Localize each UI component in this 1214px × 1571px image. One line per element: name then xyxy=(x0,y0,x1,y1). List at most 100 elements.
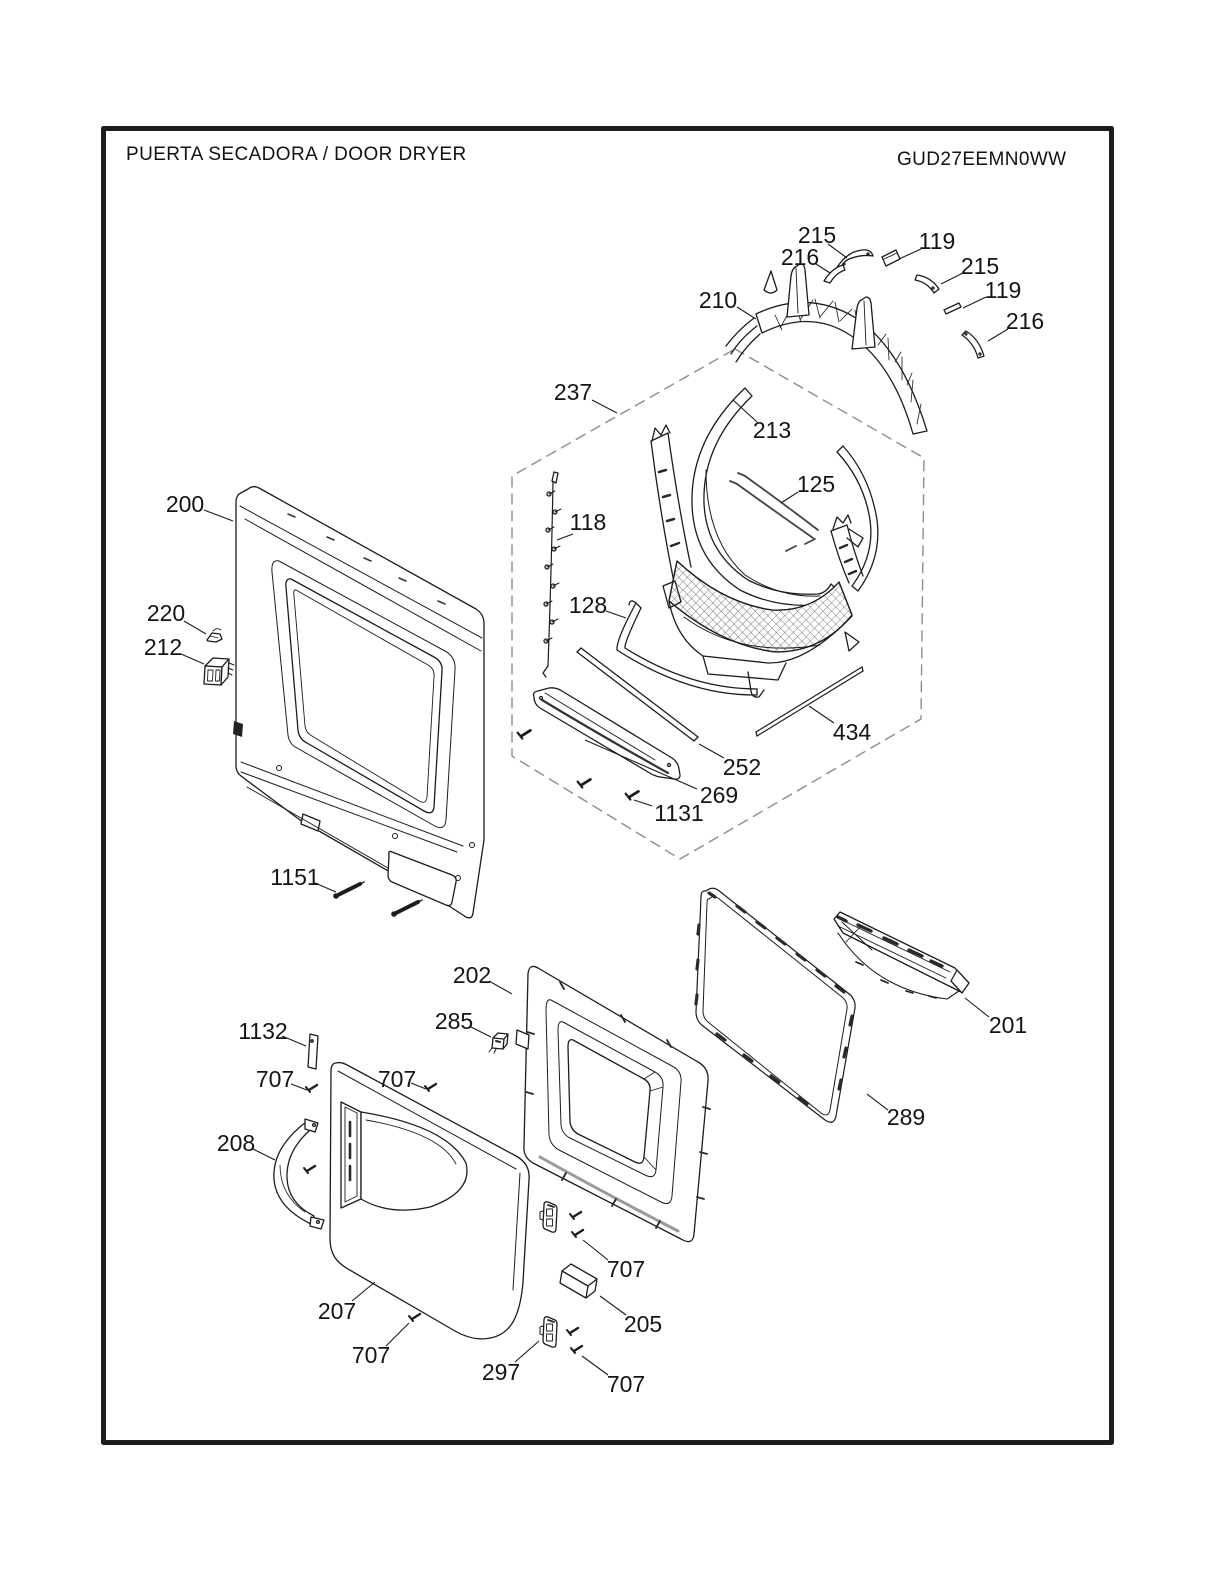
leader-line xyxy=(780,491,799,504)
part-237-dashed-boundary xyxy=(511,348,925,860)
leader-line xyxy=(314,882,337,893)
callout-297: 297 xyxy=(482,1340,540,1385)
part-number-label: 125 xyxy=(797,471,835,497)
part-number-label: 216 xyxy=(781,244,819,270)
callout-1151: 1151 xyxy=(270,864,337,893)
part-number-label: 1131 xyxy=(654,800,703,826)
leader-line xyxy=(252,1148,276,1161)
part-434-drawing xyxy=(755,666,864,737)
leader-line xyxy=(866,1093,889,1111)
part-1132-drawing xyxy=(307,1033,319,1070)
leader-line xyxy=(180,653,205,665)
leader-line xyxy=(987,328,1009,342)
bulkhead-assembly-drawing xyxy=(650,387,879,698)
leader-line xyxy=(385,1322,410,1347)
screw-1131 xyxy=(576,778,592,789)
leader-line xyxy=(581,1355,609,1376)
leader-line xyxy=(736,306,757,320)
part-number-label: 202 xyxy=(453,962,491,988)
part-269-drawing xyxy=(532,687,681,780)
callout-208: 208 xyxy=(217,1130,276,1161)
diagram-title: PUERTA SECADORA / DOOR DRYER xyxy=(126,144,467,165)
callout-118: 118 xyxy=(556,509,607,541)
part-216-top-drawing xyxy=(823,264,846,284)
part-number-label: 207 xyxy=(318,1298,356,1324)
part-number-label: 205 xyxy=(624,1311,662,1337)
part-number-label: 212 xyxy=(144,634,182,660)
leader-line xyxy=(591,399,618,414)
model-number: GUD27EEMN0WW xyxy=(897,149,1067,170)
part-number-label: 215 xyxy=(798,222,836,248)
part-212-drawing xyxy=(203,657,235,686)
part-215-top-drawing xyxy=(835,249,874,273)
callout-1132: 1132 xyxy=(238,1018,307,1047)
part-205-drawing xyxy=(559,1263,598,1299)
screw-707 xyxy=(565,1326,580,1337)
leader-line xyxy=(556,533,574,541)
part-number-label: 200 xyxy=(166,491,204,517)
part-number-label: 216 xyxy=(1006,308,1044,334)
part-215-right-drawing xyxy=(914,274,940,294)
callout-707-c: 707 xyxy=(352,1322,410,1368)
part-number-label: 252 xyxy=(723,754,761,780)
part-number-label: 208 xyxy=(217,1130,255,1156)
part-119-top-drawing xyxy=(881,249,901,267)
screws-1151-drawing xyxy=(333,881,423,917)
callout-1131: 1131 xyxy=(633,799,704,826)
leader-line xyxy=(698,743,725,759)
part-number-label: 707 xyxy=(378,1066,416,1092)
callout-119-b: 119 xyxy=(962,277,1022,309)
callout-201: 201 xyxy=(964,997,1027,1038)
callout-210: 210 xyxy=(699,287,757,320)
part-number-label: 119 xyxy=(919,228,956,254)
part-number-label: 215 xyxy=(961,253,999,279)
leader-line xyxy=(584,739,698,790)
part-number-label: 220 xyxy=(147,600,185,626)
leader-line xyxy=(488,980,513,995)
part-number-label: 118 xyxy=(570,509,607,535)
callout-207: 207 xyxy=(318,1281,376,1324)
part-119-right-drawing xyxy=(943,302,962,315)
leader-line xyxy=(964,997,990,1018)
callout-707-b: 707 xyxy=(378,1066,427,1092)
screw-707 xyxy=(423,1082,438,1093)
leader-line xyxy=(281,1035,307,1047)
screw-707 xyxy=(568,1210,583,1221)
callout-289: 289 xyxy=(866,1093,925,1130)
leader-line xyxy=(599,1295,627,1316)
leader-line xyxy=(582,1239,609,1261)
callout-237: 237 xyxy=(554,379,618,414)
part-number-label: 237 xyxy=(554,379,592,405)
part-number-label: 297 xyxy=(482,1359,520,1385)
screw-707 xyxy=(407,1312,422,1323)
part-number-label: 119 xyxy=(985,277,1022,303)
callout-707-d: 707 xyxy=(582,1239,645,1282)
part-210-drawing xyxy=(725,263,928,435)
part-number-label: 128 xyxy=(569,592,607,618)
leader-line xyxy=(183,620,207,635)
screw-707 xyxy=(570,1228,585,1239)
leader-line xyxy=(605,610,627,619)
part-number-label: 213 xyxy=(753,417,791,443)
leader-line xyxy=(732,399,758,423)
part-201-drawing xyxy=(833,911,970,1000)
part-289-drawing xyxy=(694,887,856,1123)
callout-434: 434 xyxy=(808,705,872,745)
part-number-label: 289 xyxy=(887,1104,925,1130)
screw-1131 xyxy=(624,790,640,801)
part-number-label: 707 xyxy=(607,1256,645,1282)
callout-202: 202 xyxy=(453,962,513,995)
callout-285: 285 xyxy=(435,1008,492,1038)
callout-213: 213 xyxy=(732,399,791,443)
part-number-label: 210 xyxy=(699,287,737,313)
screw-707 xyxy=(569,1344,584,1355)
callout-128: 128 xyxy=(569,592,627,619)
part-220-drawing xyxy=(206,628,223,643)
leader-line xyxy=(290,1083,308,1091)
leader-line xyxy=(514,1340,540,1363)
callout-119-a: 119 xyxy=(898,228,956,260)
part-number-label: 434 xyxy=(833,719,872,745)
leader-line xyxy=(808,705,835,724)
callout-212: 212 xyxy=(144,634,205,665)
